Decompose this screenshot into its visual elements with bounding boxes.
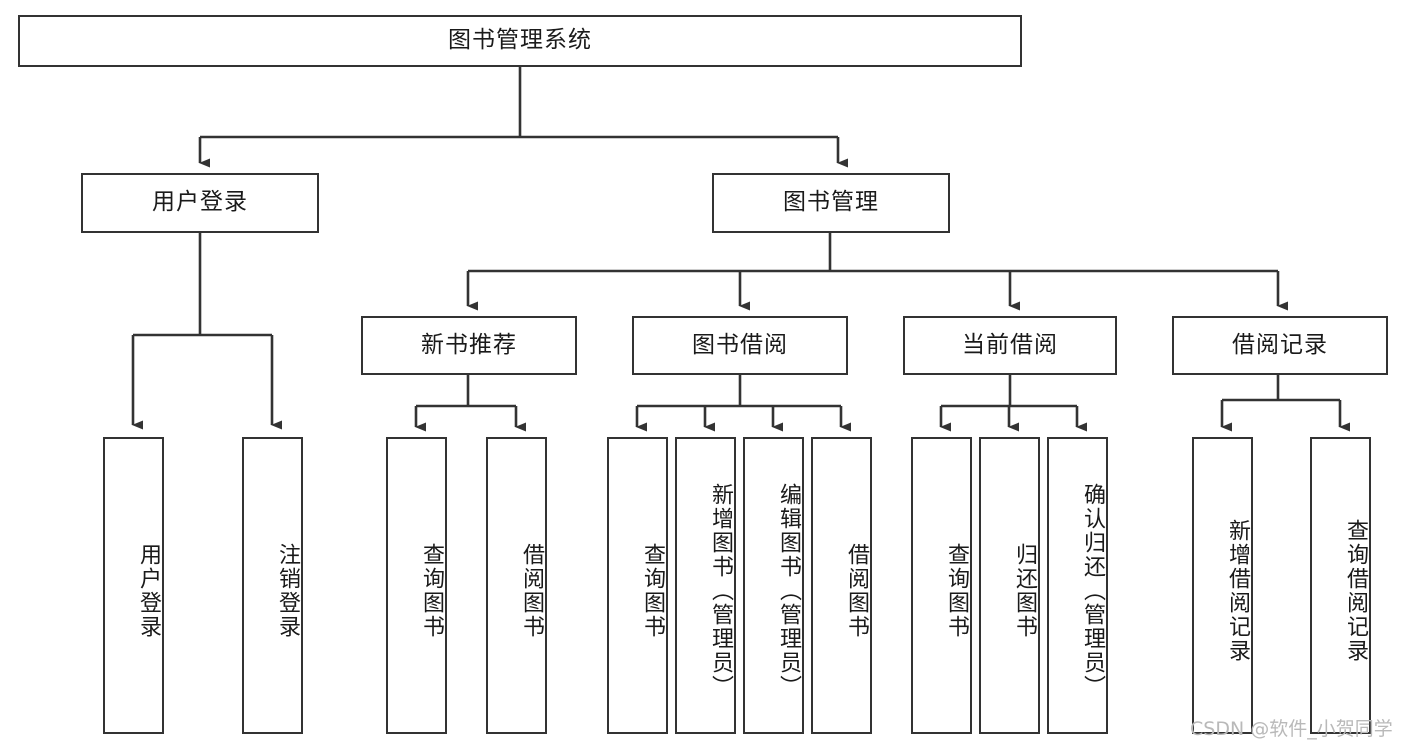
node-user-login[interactable]: 用户登录	[81, 173, 319, 233]
leaf-new-book-query[interactable]: 查询图书	[386, 437, 447, 734]
node-book-management-label: 图书管理	[783, 189, 879, 216]
leaf-book-borrow-edit-label: 编辑图书（管理员）	[776, 482, 801, 699]
leaf-book-borrow-borrow-label: 借阅图书	[844, 542, 869, 639]
node-root-system-label: 图书管理系统	[448, 27, 592, 54]
leaf-current-borrow-return-label: 归还图书	[1012, 542, 1037, 639]
leaf-user-login-login-label: 用户登录	[136, 542, 161, 639]
leaf-user-login-login[interactable]: 用户登录	[103, 437, 164, 734]
leaf-user-login-logout-label: 注销登录	[275, 542, 300, 639]
node-new-book-recommend-label: 新书推荐	[421, 331, 517, 358]
leaf-user-login-logout[interactable]: 注销登录	[242, 437, 303, 734]
node-user-login-label: 用户登录	[152, 189, 248, 216]
node-new-book-recommend[interactable]: 新书推荐	[361, 316, 577, 375]
leaf-book-borrow-query[interactable]: 查询图书	[607, 437, 668, 734]
leaf-current-borrow-confirm-return-label: 确认归还（管理员）	[1080, 482, 1105, 699]
leaf-book-borrow-borrow[interactable]: 借阅图书	[811, 437, 872, 734]
leaf-book-borrow-add[interactable]: 新增图书（管理员）	[675, 437, 736, 734]
leaf-current-borrow-query[interactable]: 查询图书	[911, 437, 972, 734]
node-borrow-record[interactable]: 借阅记录	[1172, 316, 1388, 375]
leaf-borrow-record-query-label: 查询借阅记录	[1343, 518, 1368, 663]
leaf-borrow-record-add[interactable]: 新增借阅记录	[1192, 437, 1253, 734]
node-borrow-record-label: 借阅记录	[1232, 331, 1328, 358]
leaf-new-book-borrow[interactable]: 借阅图书	[486, 437, 547, 734]
leaf-borrow-record-query[interactable]: 查询借阅记录	[1310, 437, 1371, 734]
leaf-book-borrow-query-label: 查询图书	[640, 542, 665, 639]
leaf-new-book-borrow-label: 借阅图书	[519, 542, 544, 639]
leaf-current-borrow-confirm-return[interactable]: 确认归还（管理员）	[1047, 437, 1108, 734]
node-root-system[interactable]: 图书管理系统	[18, 15, 1022, 67]
node-current-borrow-label: 当前借阅	[962, 331, 1058, 358]
node-current-borrow[interactable]: 当前借阅	[903, 316, 1117, 375]
leaf-book-borrow-edit[interactable]: 编辑图书（管理员）	[743, 437, 804, 734]
node-book-borrow-label: 图书借阅	[692, 331, 788, 358]
leaf-current-borrow-return[interactable]: 归还图书	[979, 437, 1040, 734]
leaf-current-borrow-query-label: 查询图书	[944, 542, 969, 639]
leaf-borrow-record-add-label: 新增借阅记录	[1225, 518, 1250, 663]
node-book-borrow[interactable]: 图书借阅	[632, 316, 848, 375]
csdn-watermark: CSDN @软件_小贺同学	[1190, 718, 1393, 740]
leaf-book-borrow-add-label: 新增图书（管理员）	[708, 482, 733, 699]
leaf-new-book-query-label: 查询图书	[419, 542, 444, 639]
node-book-management[interactable]: 图书管理	[712, 173, 950, 233]
